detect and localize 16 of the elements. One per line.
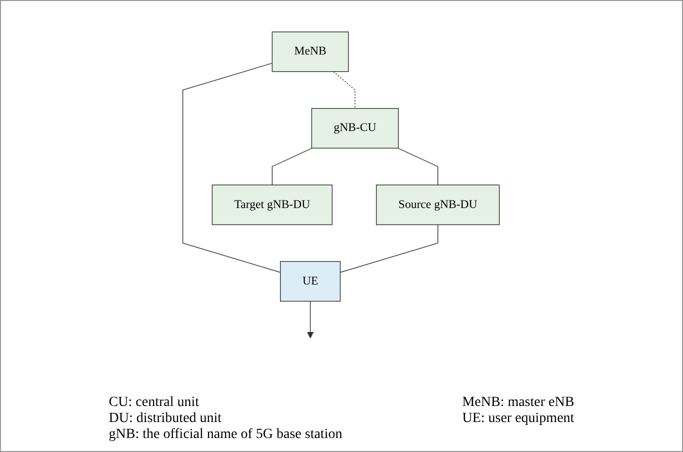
- abbreviation-note: DU: distributed unit: [108, 411, 223, 427]
- node-box: UE: [280, 261, 342, 302]
- abbreviation-note: CU: central unit: [108, 395, 200, 411]
- abbreviation-note: gNB: the official name of 5G base station: [108, 427, 342, 443]
- connector: [272, 148, 313, 186]
- node-box: Source gNB-DU: [376, 184, 500, 226]
- connector: [340, 224, 439, 273]
- node-box: MeNB: [272, 32, 350, 72]
- connector: [182, 62, 282, 273]
- arrow: [308, 300, 314, 338]
- abbreviation-note: MeNB: master eNB: [462, 395, 574, 411]
- connector: [398, 148, 439, 186]
- abbreviation-note: UE: user equipment: [462, 411, 574, 427]
- connector: [334, 71, 356, 109]
- node-box: gNB-CU: [312, 108, 400, 149]
- node-box: Target gNB-DU: [212, 184, 333, 226]
